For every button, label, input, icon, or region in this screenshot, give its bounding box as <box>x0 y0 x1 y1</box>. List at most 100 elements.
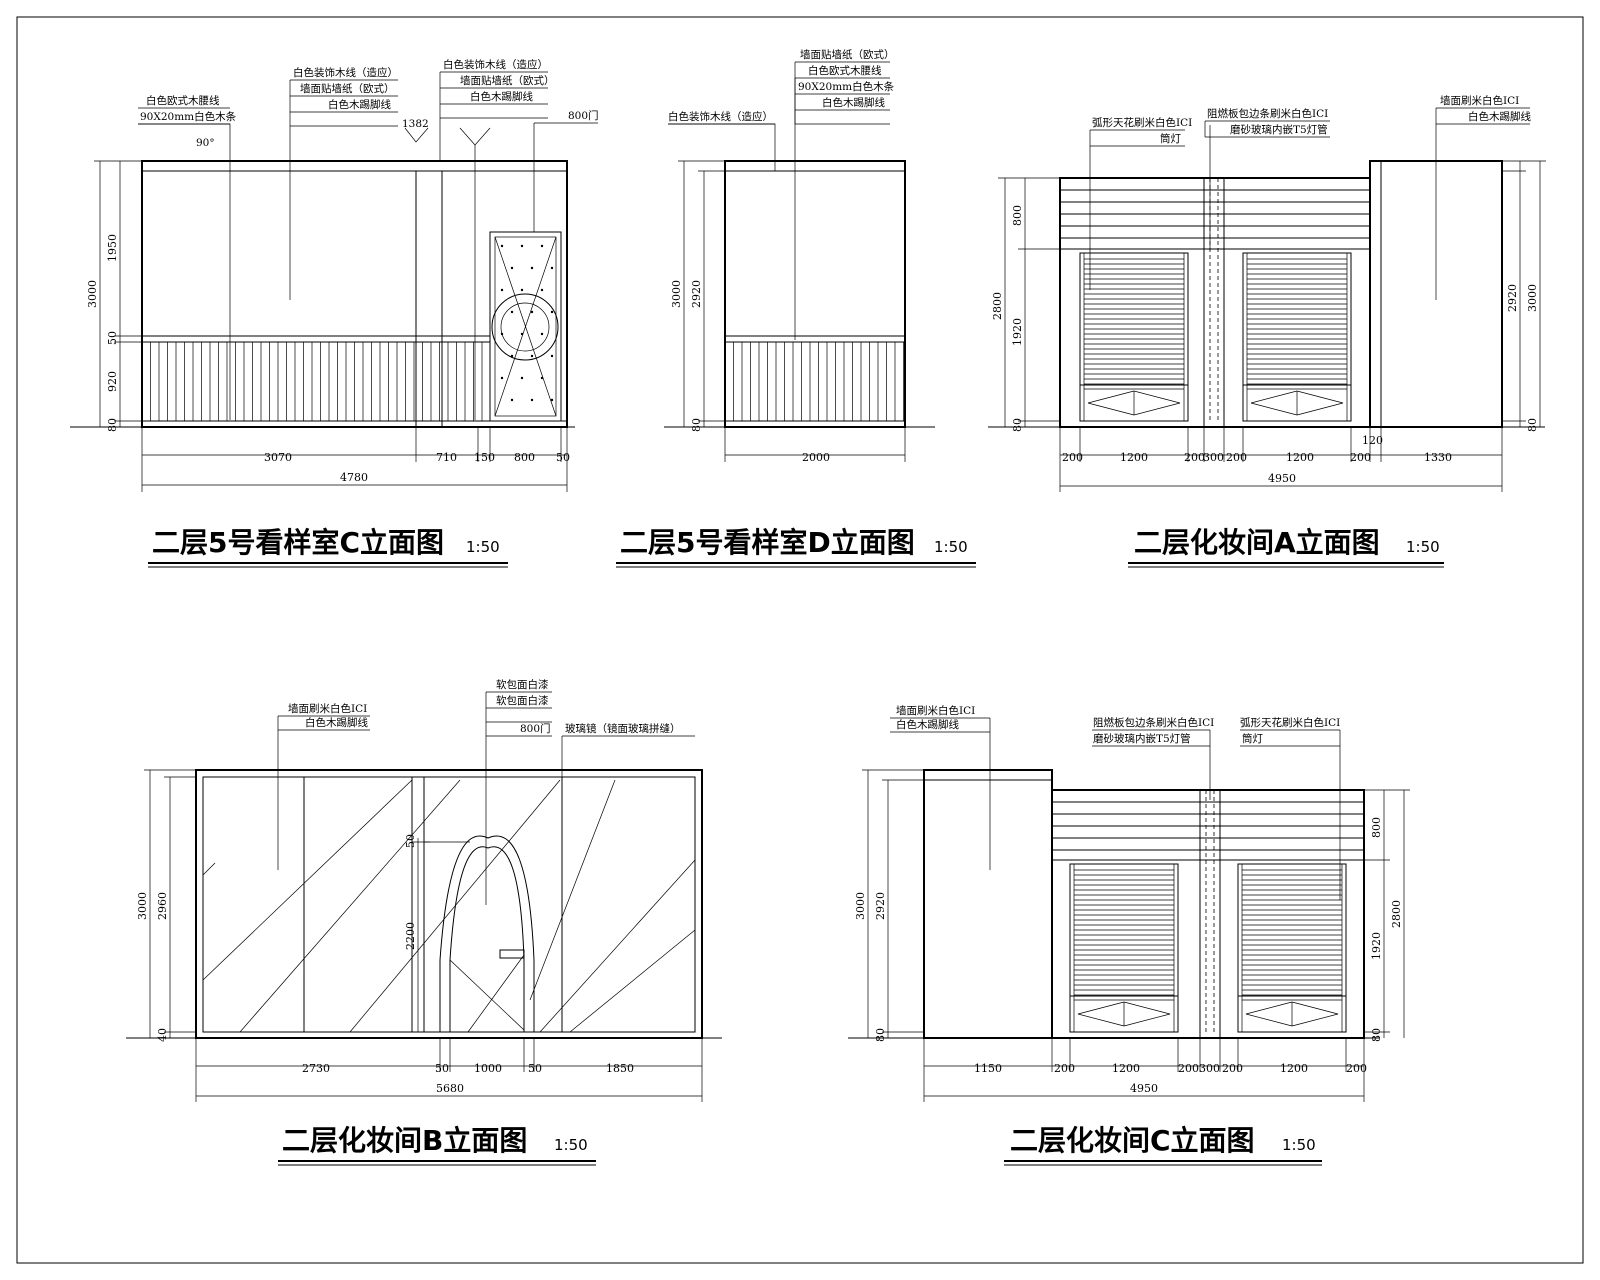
a-dim-v-800: 800 <box>1011 205 1024 226</box>
b-note-1: 墙面刷米白色ICI <box>288 702 367 715</box>
b-title: 二层化妆间B立面图 <box>282 1124 527 1157</box>
d5-scale: 1:50 <box>934 538 968 556</box>
drawing-b-makeup: 墙面刷米白色ICI 白色木踢脚线 软包面白漆 软包面白漆 800门 玻璃镜（镜面… <box>126 678 722 1166</box>
c5-dim-h-50: 50 <box>556 451 570 464</box>
b-dim-v-3000: 3000 <box>136 892 149 920</box>
c5-note-5: 墙面贴墙纸（欧式） <box>300 82 395 95</box>
d5-note-2: 墙面贴墙纸（欧式） <box>800 48 895 61</box>
a-dim-h-1330: 1330 <box>1424 451 1452 464</box>
c-dim-v-80b: 80 <box>1370 1028 1383 1042</box>
c5-note-4: 白色装饰木线（造应） <box>293 66 398 79</box>
drawing-d5: 白色装饰木线（造应） 墙面贴墙纸（欧式） 白色欧式木腰线 90X20mm白色木条… <box>616 48 976 568</box>
c5-note-11: 800门 <box>568 109 599 122</box>
c-dim-h-1200b: 1200 <box>1280 1062 1308 1075</box>
a-dim-h-1200b: 1200 <box>1286 451 1314 464</box>
b-dim-h-5680: 5680 <box>436 1082 464 1095</box>
a-dim-v-3000: 3000 <box>1526 284 1539 312</box>
d5-note-5: 白色木踢脚线 <box>822 96 885 109</box>
d5-note-1: 白色装饰木线（造应） <box>668 110 773 123</box>
c-dim-h-1150: 1150 <box>974 1062 1002 1075</box>
c5-dim-v-920: 920 <box>106 371 119 392</box>
drawing-c-makeup: 墙面刷米白色ICI 白色木踢脚线 阻燃板包边条刷米白色ICI 磨砂玻璃内嵌T5灯… <box>848 704 1410 1166</box>
a-note-6: 白色木踢脚线 <box>1468 110 1531 123</box>
c-dim-h-1200a: 1200 <box>1112 1062 1140 1075</box>
b-dim-h-50b: 50 <box>528 1062 542 1075</box>
c5-note-7: 1382 <box>402 118 429 130</box>
d5-dim-v-3000: 3000 <box>670 280 683 308</box>
b-note-4: 软包面白漆 <box>496 694 549 707</box>
b-dim-h-1000: 1000 <box>474 1062 502 1075</box>
c-dim-h-4950: 4950 <box>1130 1082 1158 1095</box>
c5-note-6: 白色木踢脚线 <box>328 98 391 111</box>
c-dim-v-1920: 1920 <box>1370 932 1383 960</box>
c-dim-v-800: 800 <box>1370 817 1383 838</box>
b-dim-v-50: 50 <box>404 834 417 848</box>
sheet-border <box>16 16 1584 1264</box>
c5-title: 二层5号看样室C立面图 <box>152 526 444 559</box>
c-note-4: 磨砂玻璃内嵌T5灯管 <box>1093 732 1191 745</box>
a-dim-v-1920: 1920 <box>1011 318 1024 346</box>
c-dim-h-200d: 200 <box>1346 1062 1367 1075</box>
a-title: 二层化妆间A立面图 <box>1134 526 1380 559</box>
drawing-a-makeup: 弧形天花刷米白色ICI 筒灯 阻燃板包边条刷米白色ICI 磨砂玻璃内嵌T5灯管 … <box>988 94 1546 568</box>
d5-dim-v-80: 80 <box>690 418 703 432</box>
c5-dim-h-4780: 4780 <box>340 471 368 484</box>
c5-note-10: 白色木踢脚线 <box>470 90 533 103</box>
c-dim-h-300: 300 <box>1199 1062 1220 1075</box>
a-note-2: 筒灯 <box>1160 132 1182 145</box>
b-scale: 1:50 <box>554 1136 588 1154</box>
c5-scale: 1:50 <box>466 538 500 556</box>
c5-dim-h-710: 710 <box>436 451 457 464</box>
b-dim-h-1850: 1850 <box>606 1062 634 1075</box>
a-dim-v-80: 80 <box>1011 418 1024 432</box>
d5-dim-h-2000: 2000 <box>802 451 830 464</box>
b-note-3: 软包面白漆 <box>496 678 549 691</box>
a-dim-v-80b: 80 <box>1526 418 1539 432</box>
c-dim-v-3000: 3000 <box>854 892 867 920</box>
b-dim-v-2960: 2960 <box>156 892 169 920</box>
b-note-5: 800门 <box>520 722 551 735</box>
c-dim-v-2920: 2920 <box>874 892 887 920</box>
c-note-5: 弧形天花刷米白色ICI <box>1240 716 1340 729</box>
c-dim-h-200b: 200 <box>1178 1062 1199 1075</box>
drawing-c5: 白色欧式木腰线 90X20mm白色木条 90° 白色装饰木线（造应） 墙面贴墙纸… <box>70 58 599 568</box>
c5-note-2: 90X20mm白色木条 <box>140 110 237 123</box>
a-dim-h-120: 120 <box>1362 434 1383 447</box>
a-note-3: 阻燃板包边条刷米白色ICI <box>1207 107 1328 120</box>
c-dim-h-200c: 200 <box>1222 1062 1243 1075</box>
c-scale: 1:50 <box>1282 1136 1316 1154</box>
c-dim-h-200a: 200 <box>1054 1062 1075 1075</box>
c-note-3: 阻燃板包边条刷米白色ICI <box>1093 716 1214 729</box>
a-note-4: 磨砂玻璃内嵌T5灯管 <box>1230 123 1328 136</box>
a-note-1: 弧形天花刷米白色ICI <box>1092 116 1192 129</box>
d5-dim-v-2920: 2920 <box>690 280 703 308</box>
a-note-5: 墙面刷米白色ICI <box>1440 94 1519 107</box>
c5-dim-h-800: 800 <box>514 451 535 464</box>
a-dim-h-200d: 200 <box>1350 451 1371 464</box>
c5-dim-v-1950: 1950 <box>106 234 119 262</box>
a-dim-v-2920: 2920 <box>1506 284 1519 312</box>
a-dim-h-4950: 4950 <box>1268 472 1296 485</box>
c5-note-3: 90° <box>196 137 215 149</box>
c5-dim-h-150: 150 <box>474 451 495 464</box>
c-note-6: 筒灯 <box>1242 732 1264 745</box>
a-dim-h-200a: 200 <box>1062 451 1083 464</box>
b-dim-h-2730: 2730 <box>302 1062 330 1075</box>
c-note-1: 墙面刷米白色ICI <box>896 704 975 717</box>
d5-note-3: 白色欧式木腰线 <box>808 64 882 77</box>
a-dim-v-2800: 2800 <box>991 292 1004 320</box>
b-note-6: 玻璃镜（镜面玻璃拼缝） <box>565 722 681 735</box>
a-dim-h-200b: 200 <box>1184 451 1205 464</box>
b-dim-h-50a: 50 <box>435 1062 449 1075</box>
b-note-2: 白色木踢脚线 <box>305 716 368 729</box>
d5-note-4: 90X20mm白色木条 <box>798 80 895 93</box>
c-note-2: 白色木踢脚线 <box>896 718 959 731</box>
b-dim-v-2200: 2200 <box>404 922 417 950</box>
a-dim-h-200c: 200 <box>1226 451 1247 464</box>
c5-note-1: 白色欧式木腰线 <box>146 94 220 107</box>
c-dim-v-80: 80 <box>874 1028 887 1042</box>
c-title: 二层化妆间C立面图 <box>1010 1124 1255 1157</box>
c5-note-9: 墙面贴墙纸（欧式） <box>460 74 555 87</box>
d5-title: 二层5号看样室D立面图 <box>620 526 915 559</box>
